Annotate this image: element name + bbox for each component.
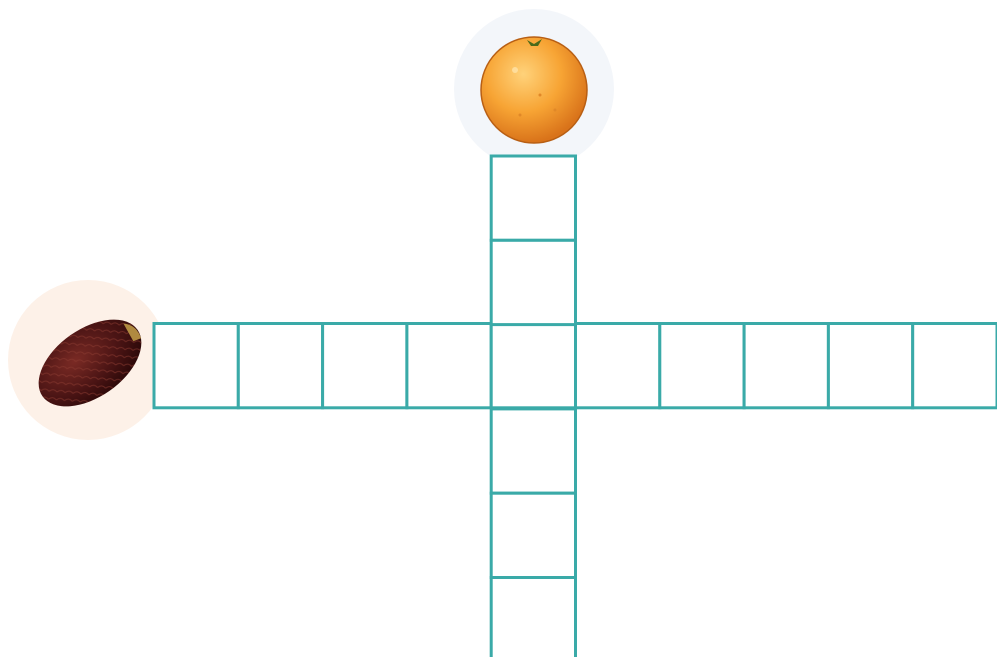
across-word-cells [154, 324, 997, 408]
across-cell-9[interactable] [828, 324, 912, 408]
down-cell-1[interactable] [491, 156, 575, 240]
shared-cell[interactable] [491, 324, 575, 408]
across-cell-1[interactable] [154, 324, 238, 408]
salak-clue-badge [8, 280, 168, 440]
down-cell-2[interactable] [491, 240, 575, 324]
across-cell-3[interactable] [323, 324, 407, 408]
down-cell-5[interactable] [491, 493, 575, 577]
orange-fruit-icon [481, 37, 587, 143]
across-cell-4[interactable] [407, 324, 491, 408]
across-cell-2[interactable] [238, 324, 322, 408]
across-cell-10[interactable] [913, 324, 997, 408]
across-cell-8[interactable] [744, 324, 828, 408]
down-cell-6[interactable] [491, 578, 575, 657]
orange-clue-badge [454, 9, 614, 169]
across-cell-6[interactable] [576, 324, 660, 408]
down-cell-4[interactable] [491, 409, 575, 493]
across-cell-7[interactable] [660, 324, 744, 408]
